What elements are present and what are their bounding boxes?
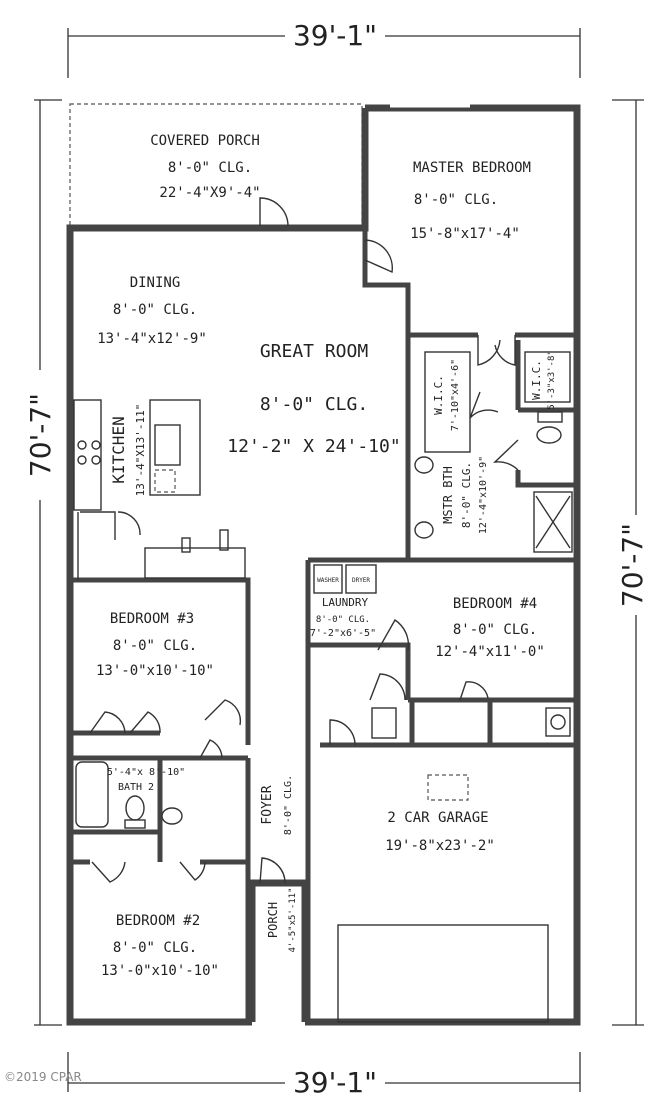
foyer-ceiling: 8'-0" CLG. — [283, 775, 294, 835]
laundry-fixtures — [313, 564, 571, 1023]
wic-1-name: W.I.C. — [432, 375, 445, 415]
interior-walls — [70, 228, 577, 1022]
laundry-name: LAUNDRY — [322, 596, 369, 609]
bedroom-4-ceiling: 8'-0" CLG. — [453, 622, 537, 638]
bath-2-name: BATH 2 — [118, 782, 154, 793]
great-room-size: 12'-2" X 24'-10" — [227, 436, 400, 457]
dining-size: 13'-4"x12'-9" — [97, 331, 207, 347]
kitchen-size: 13'-4"X13'-11" — [134, 404, 147, 497]
bedroom-3-name: BEDROOM #3 — [110, 611, 194, 627]
bedroom-2-ceiling: 8'-0" CLG. — [113, 940, 197, 956]
bedroom-3-size: 13'-0"x10'-10" — [96, 663, 214, 679]
wic-1-size: 7'-10"x4'-6" — [450, 359, 461, 431]
dining-ceiling: 8'-0" CLG. — [113, 302, 197, 318]
right-depth-dimension: 70'-7" — [616, 523, 649, 607]
covered-porch-ceiling: 8'-0" CLG. — [168, 160, 252, 176]
mstr-bath-size: 12'-4"x10'-9" — [478, 456, 489, 534]
garage-name: 2 CAR GARAGE — [387, 810, 488, 826]
door-swings — [89, 197, 519, 884]
dining-name: DINING — [130, 275, 181, 291]
covered-porch-size: 22'-4"X9'-4" — [159, 185, 260, 201]
master-bedroom-name: MASTER BEDROOM — [413, 160, 531, 176]
dryer-label: DRYER — [352, 577, 370, 584]
bedroom-2-size: 13'-0"x10'-10" — [101, 963, 219, 979]
wic-2-name: W.I.C. — [530, 360, 543, 400]
bedroom-4-size: 12'-4"x11'-0" — [435, 644, 545, 660]
copyright-notice: ©2019 CPAR — [4, 1070, 82, 1084]
bedroom-2-name: BEDROOM #2 — [116, 913, 200, 929]
great-room-ceiling: 8'-0" CLG. — [260, 394, 368, 415]
foyer-name: FOYER — [260, 785, 275, 824]
garage-size: 19'-8"x23'-2" — [385, 838, 495, 854]
top-width-dimension: 39'-1" — [293, 19, 377, 52]
covered-porch-name: COVERED PORCH — [150, 133, 260, 149]
master-bedroom-size: 15'-8"x17'-4" — [410, 226, 520, 242]
laundry-size: 7'-2"x6'-5" — [310, 628, 376, 639]
bath-fixtures — [75, 411, 573, 829]
porch-size: 4'-5"x5'-11" — [288, 887, 298, 952]
bottom-width-dimension: 39'-1" — [293, 1066, 377, 1099]
bedroom-4-name: BEDROOM #4 — [453, 596, 537, 612]
laundry-ceiling: 8'-0" CLG. — [316, 615, 370, 625]
mstr-bath-name: MSTR BTH — [441, 466, 455, 524]
dimension-lines — [34, 28, 644, 1092]
great-room-name: GREAT ROOM — [260, 341, 369, 362]
kitchen-cabinets — [73, 399, 246, 580]
left-depth-dimension: 70'-7" — [24, 393, 57, 477]
closet-outlines — [424, 351, 571, 453]
wic-2-size: 5'-3"x3'-8" — [547, 350, 557, 410]
kitchen-name: KITCHEN — [109, 416, 128, 483]
master-bedroom-ceiling: 8'-0" CLG. — [414, 192, 498, 208]
washer-label: WASHER — [317, 577, 339, 584]
porch-name: PORCH — [266, 902, 280, 938]
bath-2-size: 5'-4"x 8'-10" — [107, 767, 185, 778]
bedroom-3-ceiling: 8'-0" CLG. — [113, 638, 197, 654]
mstr-bath-ceiling: 8'-0" CLG. — [460, 462, 473, 528]
